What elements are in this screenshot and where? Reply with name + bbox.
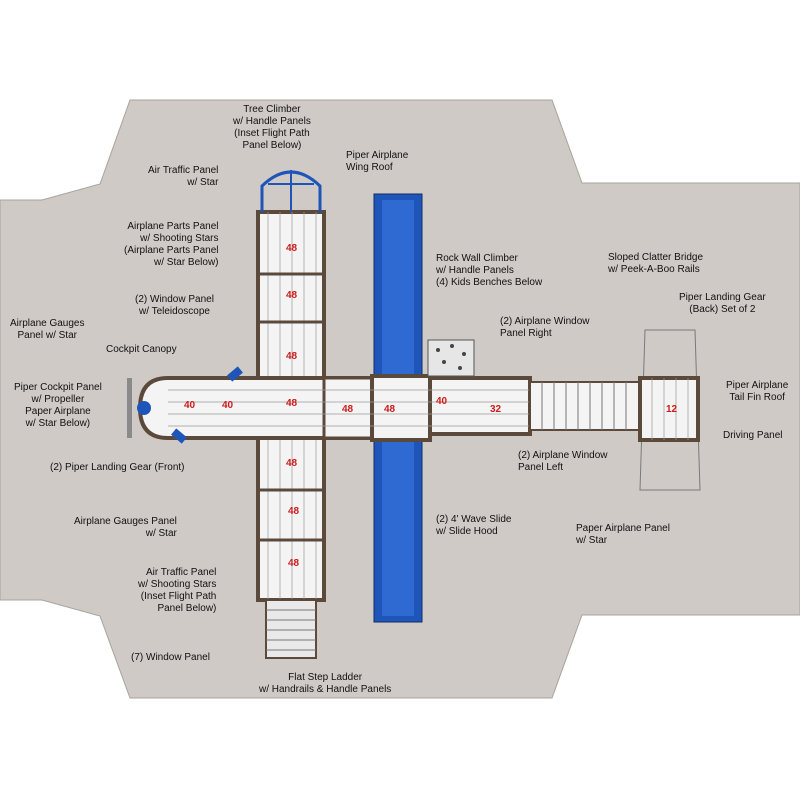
deck-number: 40 xyxy=(436,396,448,407)
deck-number: 40 xyxy=(184,400,196,411)
deck-number: 48 xyxy=(288,558,300,569)
wave-slide-top xyxy=(373,193,423,385)
canopy-handle-bottom xyxy=(171,428,187,444)
propeller xyxy=(127,378,151,438)
deck-number: 48 xyxy=(342,404,354,415)
deck-number: 32 xyxy=(490,404,502,415)
fuselage xyxy=(137,374,532,442)
label-landing-gear-front: (2) Piper Landing Gear (Front) xyxy=(50,462,185,473)
rock-wall xyxy=(427,339,475,377)
tail-deck xyxy=(638,376,700,442)
deck-number: 48 xyxy=(286,243,298,254)
deck-number: 48 xyxy=(286,398,298,409)
label-window-7: (7) Window Panel xyxy=(131,652,210,663)
label-landing-gear-back: Piper Landing Gear(Back) Set of 2 xyxy=(679,292,766,315)
deck-number: 48 xyxy=(384,404,396,415)
label-cockpit-canopy: Cockpit Canopy xyxy=(106,344,177,355)
deck-number: 48 xyxy=(286,290,298,301)
deck-number: 12 xyxy=(666,404,678,415)
clatter-bridge xyxy=(529,381,641,431)
deck-number: 40 xyxy=(222,400,234,411)
deck-number: 48 xyxy=(286,351,298,362)
tree-climber xyxy=(260,170,322,212)
deck-number: 48 xyxy=(288,506,300,517)
canopy-handle-top xyxy=(227,366,243,382)
flat-step-ladder xyxy=(265,599,317,659)
deck-number: 48 xyxy=(286,458,298,469)
wave-slide-bottom xyxy=(373,431,423,623)
label-driving-panel: Driving Panel xyxy=(723,430,783,441)
